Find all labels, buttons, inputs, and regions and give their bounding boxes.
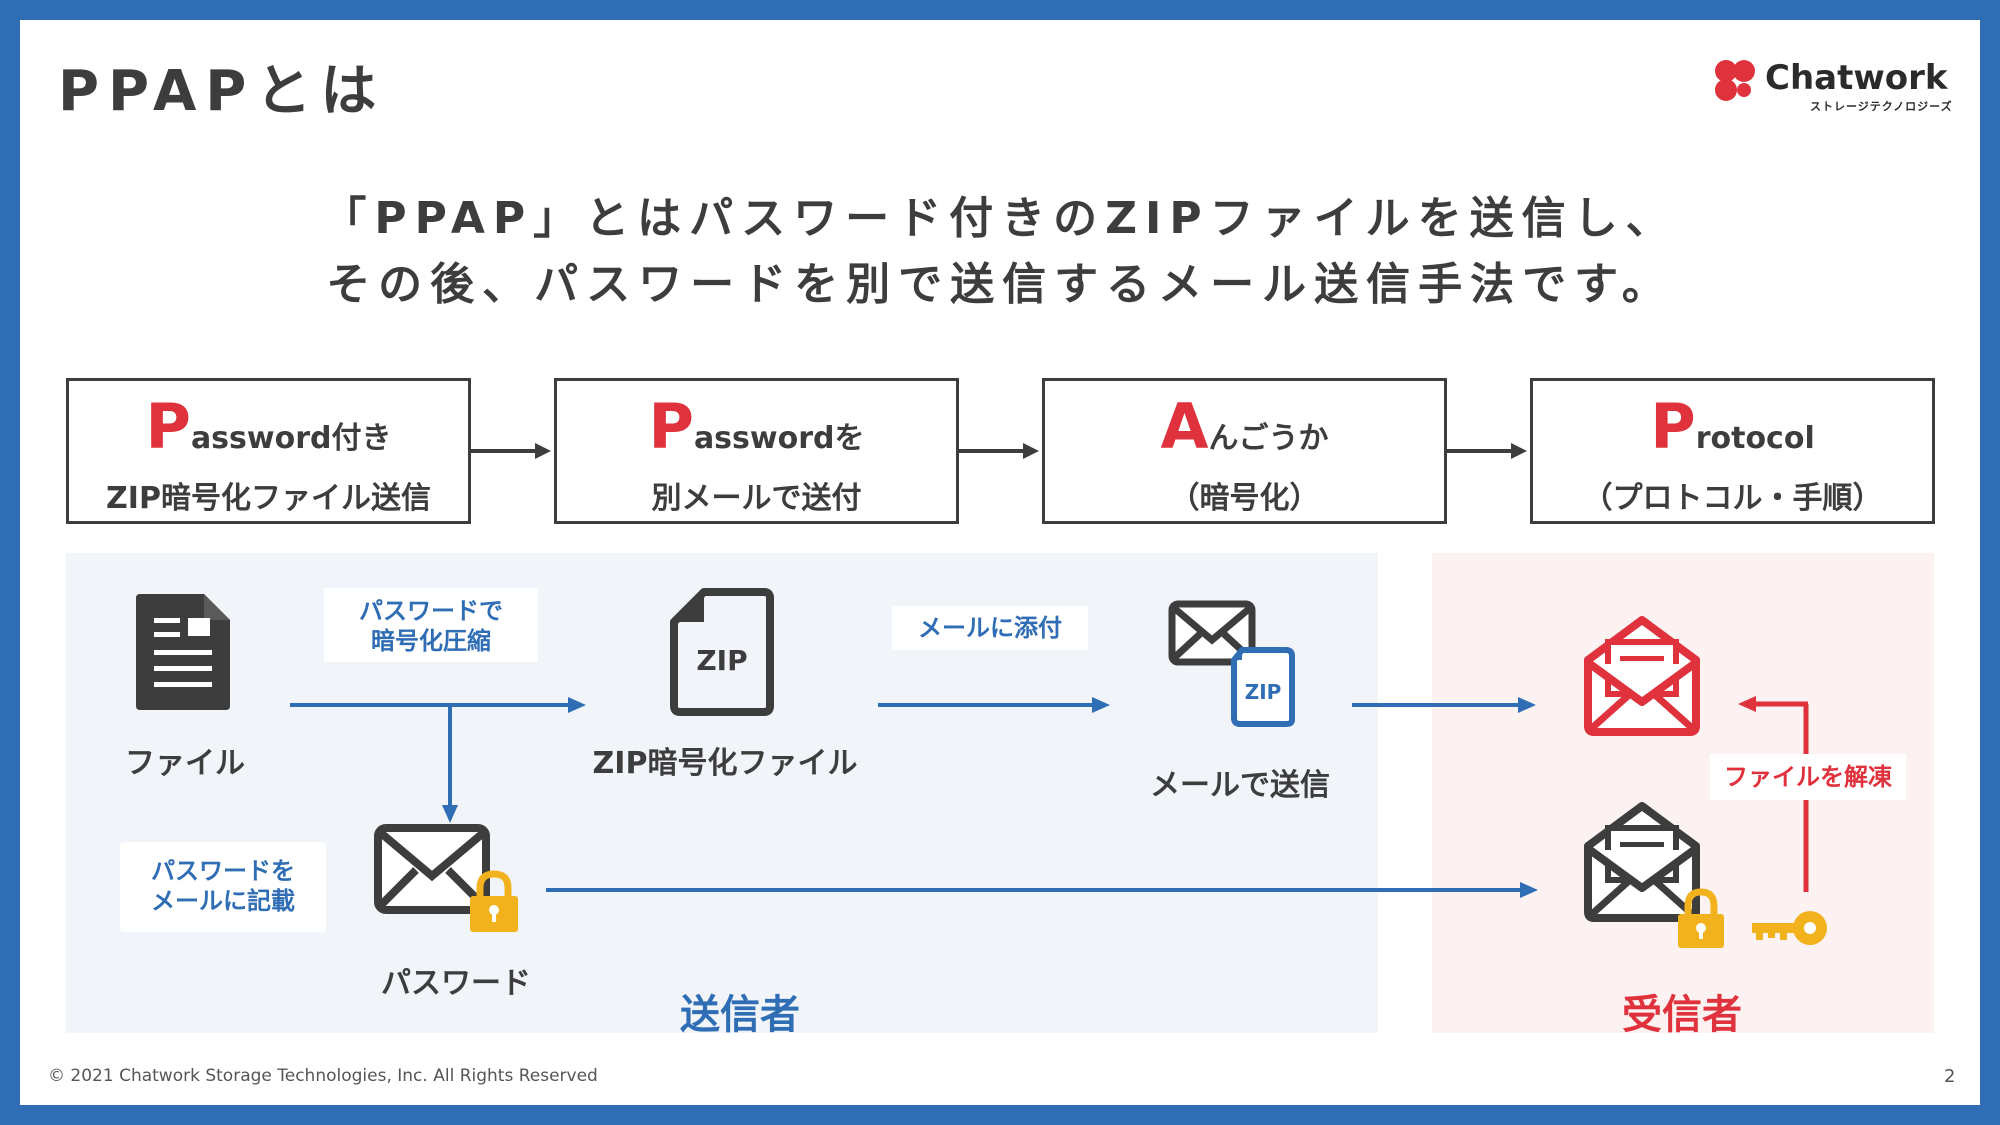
receiver-lock-icon: [1678, 888, 1724, 948]
step-box-2: Passwordを 別メールで送付: [554, 378, 959, 524]
slide: PPAPとは Chatwork ストレージテクノロジーズ 「PPAP」とはパスワ…: [20, 20, 1980, 1105]
step-desc: 別メールで送付: [651, 481, 862, 516]
password-label: パスワード: [381, 966, 531, 1001]
logo-name: Chatwork: [1765, 58, 1948, 98]
password-mail-icon: [374, 824, 490, 914]
step-letter: P: [1650, 390, 1696, 463]
step-box-1: Password付き ZIP暗号化ファイル送信: [66, 378, 471, 524]
password-tag-line-1: パスワードを: [151, 857, 295, 885]
unzip-tag: ファイルを解凍: [1710, 754, 1906, 800]
sender-panel: [66, 553, 1378, 1033]
lead-line-1: 「PPAP」とはパスワード付きのZIPファイルを送信し、: [322, 193, 1678, 244]
compress-tag-line-2: 暗号化圧縮: [371, 627, 491, 655]
step-word: rotocol: [1695, 421, 1815, 456]
password-arrow: [546, 882, 1538, 898]
zip-file-icon: [670, 588, 774, 716]
receiver-label: 受信者: [1622, 992, 1742, 1038]
compress-arrow: [290, 697, 586, 823]
file-icon: [136, 594, 230, 710]
step-desc: （プロトコル・手順）: [1582, 481, 1883, 516]
mail-with-zip-icon: [1168, 600, 1295, 727]
step-letter: A: [1160, 390, 1209, 463]
lead-line-2: その後、パスワードを別で送信するメール送信手法です。: [326, 259, 1674, 310]
step-word: assword付き: [190, 421, 392, 456]
chatwork-logo-icon: [1715, 60, 1755, 101]
logo-subtitle: ストレージテクノロジーズ: [1810, 100, 1953, 113]
lock-icon: [470, 870, 518, 932]
step-word: asswordを: [693, 421, 865, 456]
zip-small-text: ZIP: [1244, 680, 1282, 704]
zip-icon-text: ZIP: [696, 644, 748, 677]
attach-tag: メールに添付: [892, 606, 1088, 650]
attach-arrow: [878, 697, 1110, 713]
page-title: PPAPとは: [58, 59, 386, 124]
file-label: ファイル: [125, 746, 245, 781]
password-tag-line-2: メールに記載: [151, 887, 295, 915]
step-arrow-3: [1447, 443, 1527, 459]
step-arrow-2: [959, 443, 1039, 459]
zip-file-label: ZIP暗号化ファイル: [592, 746, 858, 781]
mail-send-label: メールで送信: [1150, 768, 1330, 803]
step-letter: P: [145, 390, 191, 463]
step-arrow-1: [471, 443, 551, 459]
step-box-4: Protocol （プロトコル・手順）: [1530, 378, 1935, 524]
step-desc: ZIP暗号化ファイル送信: [106, 481, 431, 516]
open-mail-icon: [1584, 616, 1700, 736]
compress-tag: パスワードで 暗号化圧縮: [324, 588, 538, 662]
key-icon: [1752, 911, 1827, 945]
step-letter: P: [648, 390, 694, 463]
page-number: 2: [1944, 1066, 1956, 1087]
step-desc: （暗号化）: [1169, 481, 1320, 516]
sender-label: 送信者: [680, 992, 800, 1038]
copyright: © 2021 Chatwork Storage Technologies, In…: [48, 1066, 598, 1086]
step-word: んごうか: [1208, 421, 1329, 456]
compress-tag-line-1: パスワードで: [359, 597, 503, 625]
step-box-3: Aんごうか （暗号化）: [1042, 378, 1447, 524]
password-tag: パスワードを メールに記載: [120, 842, 326, 932]
send-arrow: [1352, 697, 1536, 713]
